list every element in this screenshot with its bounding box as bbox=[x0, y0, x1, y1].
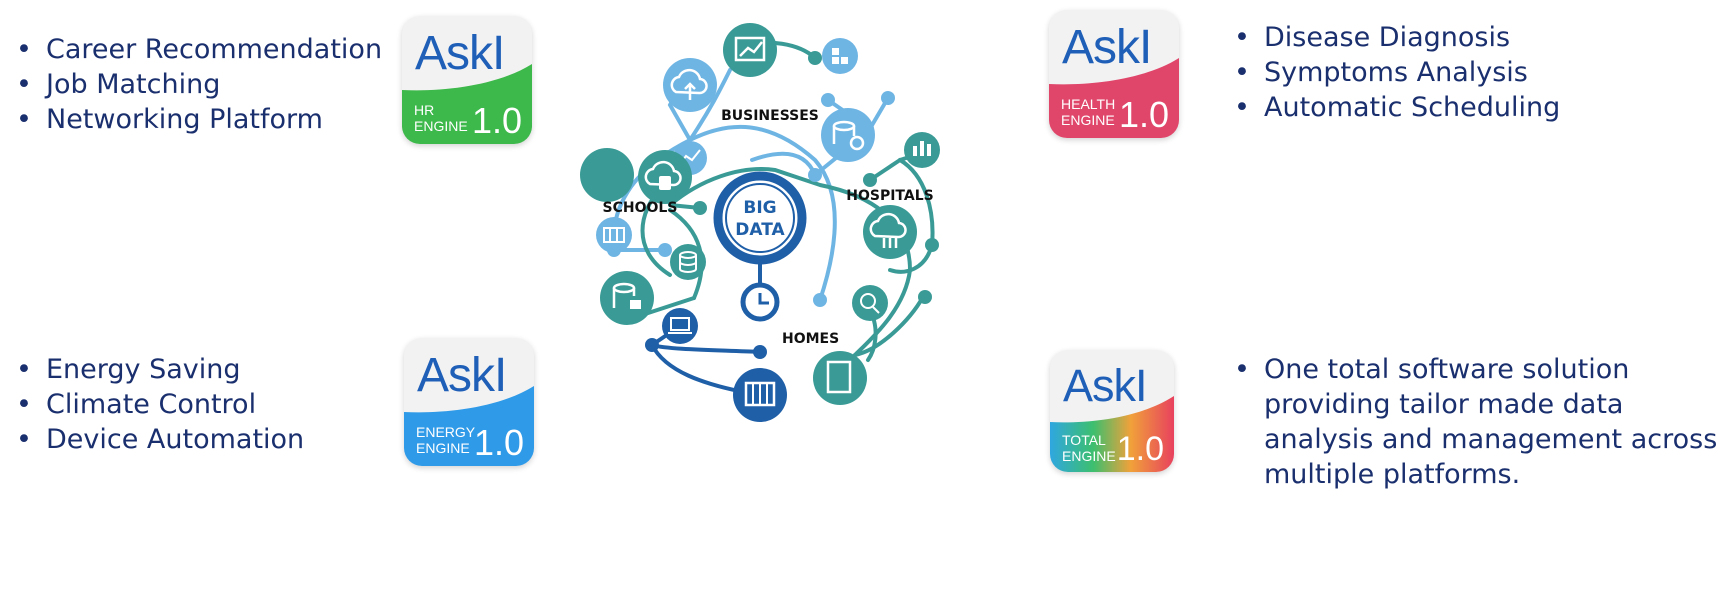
server-icon bbox=[733, 368, 787, 422]
cloud-upload-icon bbox=[663, 58, 717, 112]
list-item: Job Matching bbox=[16, 67, 382, 102]
hr-feature-list: Career Recommendation Job Matching Netwo… bbox=[16, 32, 382, 137]
total-engine-logo: AskI TOTAL ENGINE 1.0 bbox=[1050, 350, 1174, 472]
connector-dots bbox=[607, 51, 939, 359]
list-item: Career Recommendation bbox=[16, 32, 382, 67]
energy-feature-list: Energy Saving Climate Control Device Aut… bbox=[16, 352, 304, 457]
tile-swoosh bbox=[402, 64, 532, 144]
chart-icon bbox=[723, 23, 777, 77]
database-search-icon bbox=[821, 108, 875, 162]
list-item: Automatic Scheduling bbox=[1234, 90, 1560, 125]
binary-document-icon bbox=[813, 351, 867, 405]
tile-swoosh bbox=[404, 386, 534, 466]
list-item: One total software solution providing ta… bbox=[1234, 352, 1734, 492]
server-rack-icon bbox=[596, 217, 632, 253]
tile-engine-label: HR ENGINE bbox=[414, 102, 468, 134]
hr-engine-logo: AskI HR ENGINE 1.0 bbox=[402, 16, 532, 144]
tile-brand-text: AskI bbox=[417, 349, 507, 402]
tile-version: 1.0 bbox=[1116, 430, 1164, 468]
clock-icon bbox=[740, 282, 780, 322]
tile-engine-label: ENERGY ENGINE bbox=[416, 424, 476, 456]
list-item: Symptoms Analysis bbox=[1234, 55, 1560, 90]
cloud-database-icon bbox=[638, 150, 692, 204]
health-engine-logo: AskI HEALTH ENGINE 1.0 bbox=[1049, 10, 1179, 138]
database-lock-icon bbox=[600, 271, 654, 325]
tile-engine-label: HEALTH ENGINE bbox=[1061, 96, 1116, 128]
laptop-icon bbox=[662, 308, 698, 344]
database-icon bbox=[670, 244, 706, 280]
database-network-icon bbox=[822, 38, 858, 74]
big-data-diagram: BIG DATA BUSINESSES SCHOOLS HOSPITALS HO… bbox=[580, 23, 940, 422]
search-analytics-icon bbox=[852, 285, 888, 321]
tile-version: 1.0 bbox=[473, 422, 524, 463]
tile-brand-text: AskI bbox=[1063, 360, 1148, 411]
list-item: Device Automation bbox=[16, 422, 304, 457]
tile-version: 1.0 bbox=[1118, 94, 1169, 135]
bar-chart-icon bbox=[904, 132, 940, 168]
tile-swoosh bbox=[1050, 396, 1174, 472]
tile-brand-text: AskI bbox=[415, 27, 505, 80]
hub-label-line2: DATA bbox=[735, 220, 785, 240]
list-item: Energy Saving bbox=[16, 352, 304, 387]
list-item: Disease Diagnosis bbox=[1234, 20, 1560, 55]
list-item: Climate Control bbox=[16, 387, 304, 422]
sector-label-hospitals: HOSPITALS bbox=[846, 188, 933, 204]
energy-engine-logo: AskI ENERGY ENGINE 1.0 bbox=[404, 338, 534, 466]
tile-brand-text: AskI bbox=[1062, 21, 1152, 74]
health-feature-list: Disease Diagnosis Symptoms Analysis Auto… bbox=[1234, 20, 1560, 125]
big-data-hub: BIG DATA bbox=[713, 171, 807, 265]
tile-swoosh bbox=[1049, 58, 1179, 138]
list-item: Networking Platform bbox=[16, 102, 382, 137]
sector-label-schools: SCHOOLS bbox=[603, 200, 678, 216]
cloud-download-icon bbox=[863, 205, 917, 259]
tile-version: 1.0 bbox=[471, 100, 522, 141]
tile-engine-label: TOTAL ENGINE bbox=[1062, 432, 1116, 464]
sector-label-businesses: BUSINESSES bbox=[721, 108, 819, 124]
hub-label-line1: BIG bbox=[743, 198, 776, 218]
cloud-database-icon bbox=[580, 148, 634, 202]
sector-label-homes: HOMES bbox=[782, 331, 839, 347]
total-feature-list: One total software solution providing ta… bbox=[1234, 352, 1734, 492]
